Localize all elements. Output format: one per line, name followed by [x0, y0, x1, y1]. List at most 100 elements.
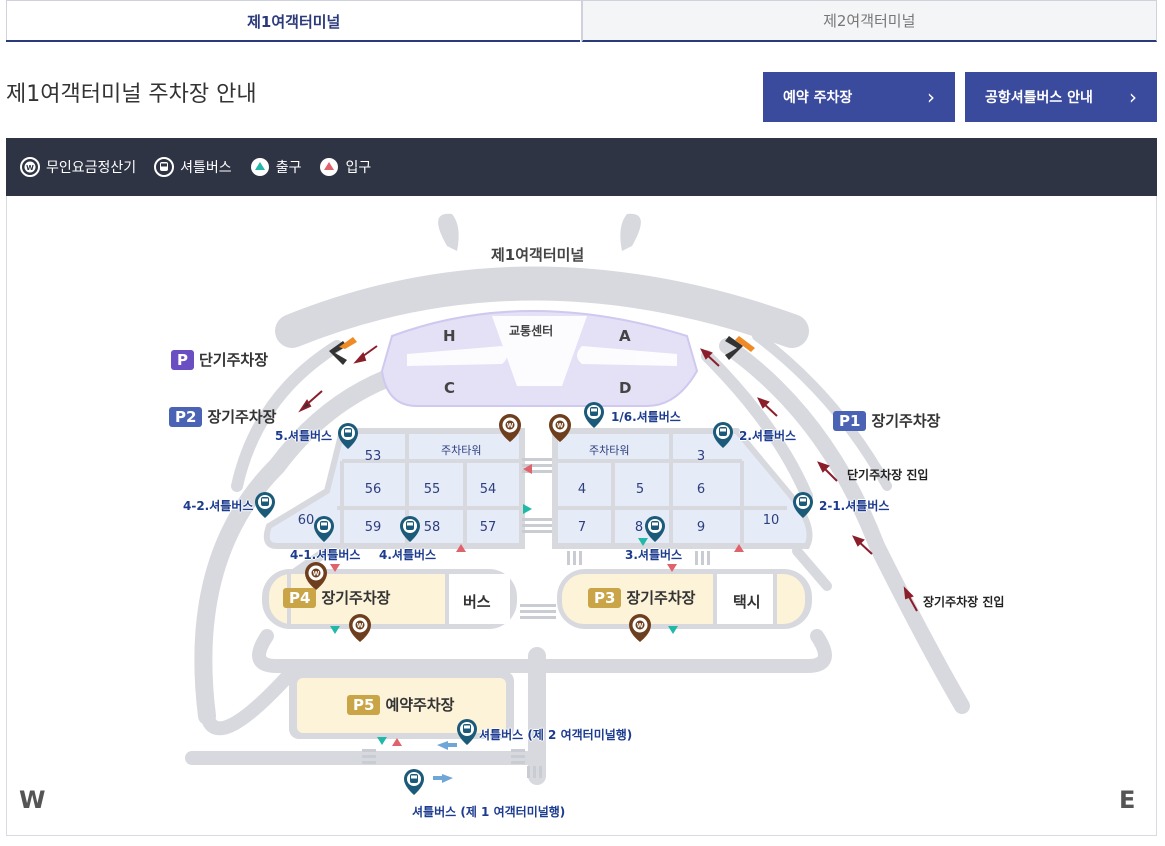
zone-d: D [619, 379, 632, 397]
shuttle-stop-to-t2: 셔틀버스 (제 2 여객터미널행) [479, 728, 633, 742]
block-56: 56 [364, 482, 382, 497]
legend-label: 입구 [345, 160, 372, 176]
block-54: 54 [479, 482, 497, 497]
bus-icon [154, 157, 175, 177]
short-term-parking-label: P 단기주차장 [171, 349, 268, 370]
block-5: 5 [635, 482, 645, 497]
compass-west: W [19, 786, 46, 814]
block-55: 55 [423, 482, 441, 497]
terminal-building [275, 213, 809, 348]
entry-triangle-icon [320, 158, 339, 176]
legend-item-entry: 입구 [319, 157, 371, 177]
w-pay-icon [349, 614, 371, 642]
tab-terminal-1[interactable]: 제1여객터미널 [6, 0, 582, 42]
block-9: 9 [696, 520, 706, 535]
legend-item-bus: 셔틀버스 [154, 157, 232, 177]
p2-badge: P2 [169, 407, 203, 427]
w-pay-icon: W [20, 157, 40, 177]
reserve-parking-button[interactable]: 예약 주차장 › [763, 72, 955, 122]
p3-badge: P3 [588, 588, 622, 608]
reserve-parking-label: 예약 주차장 [783, 90, 853, 106]
tab-terminal-2[interactable]: 제2여객터미널 [581, 0, 1157, 42]
transport-center-label: 교통센터 [509, 324, 554, 338]
w-pay-icon [629, 614, 651, 642]
svg-text:W: W [26, 164, 34, 172]
shuttle-stop-3: 3.셔틀버스 [625, 548, 683, 562]
p1-structure [552, 428, 813, 549]
transport-center-wings [407, 316, 677, 386]
short-term-name: 단기주차장 [199, 351, 269, 369]
block-6: 6 [696, 482, 706, 497]
p4-name: 장기주차장 [321, 589, 391, 607]
shuttle-stop-to-t1: 셔틀버스 (제 1 여객터미널행) [412, 805, 566, 819]
block-10: 10 [762, 513, 780, 528]
direction-arrows [298, 345, 918, 612]
legend-label: 셔틀버스 [180, 160, 232, 176]
long-term-entry-label: 장기주차장 진입 [923, 595, 1005, 609]
block-59: 59 [364, 520, 382, 535]
shuttle-stop-4: 4.셔틀버스 [379, 548, 437, 562]
block-58: 58 [423, 520, 441, 535]
chevron-right-icon [725, 336, 755, 360]
block-7: 7 [577, 520, 587, 535]
airport-shuttle-label: 공항셔틀버스 안내 [985, 90, 1093, 106]
shuttle-stop-4-1: 4-1.셔틀버스 [290, 548, 361, 562]
legend-item-exit: 출구 [250, 157, 302, 177]
map-drawing: W [185, 213, 970, 795]
shuttle-stop-1-6: 1/6.셔틀버스 [611, 410, 681, 424]
short-term-entry-label: 단기주차장 진입 [847, 468, 929, 482]
compass-east: E [1119, 786, 1136, 814]
shuttle-stop-2-1: 2-1.셔틀버스 [819, 499, 890, 513]
p5-badge: P5 [347, 695, 381, 715]
block-3: 3 [696, 449, 706, 464]
block-4: 4 [577, 482, 587, 497]
legend-item-pay: W 무인요금정산기 [20, 157, 136, 177]
zone-a: A [619, 327, 631, 345]
p2-name: 장기주차장 [207, 408, 277, 426]
p5-structure [289, 671, 514, 739]
p2-structure [263, 428, 525, 549]
legend-label: 무인요금정산기 [46, 160, 137, 176]
block-8: 8 [634, 520, 644, 535]
parking-tower-left: 주차타워 [441, 444, 482, 457]
parking-map: W [6, 196, 1157, 836]
chevron-right-icon: › [1129, 85, 1137, 109]
terminal-label: 제1여객터미널 [491, 246, 585, 264]
shuttle-stop-2: 2.셔틀버스 [739, 429, 797, 443]
p3-structure [557, 569, 812, 629]
p4-badge: P4 [283, 588, 317, 608]
bus-area-label: 버스 [463, 593, 491, 611]
exit-markers [330, 504, 678, 745]
page-title: 제1여객터미널 주차장 안내 [6, 82, 257, 107]
p3-name: 장기주차장 [626, 589, 696, 607]
parking-tower-right: 주차타워 [589, 444, 630, 457]
p1-name: 장기주차장 [871, 412, 941, 430]
block-60: 60 [297, 513, 315, 528]
roads [185, 331, 970, 785]
shuttle-direction-arrows [433, 741, 457, 783]
taxi-area-label: 택시 [733, 593, 761, 611]
p-badge: P [171, 350, 194, 370]
block-53: 53 [364, 449, 382, 464]
entry-markers [330, 464, 744, 746]
airport-shuttle-button[interactable]: 공항셔틀버스 안내 › [965, 72, 1157, 122]
p4-structure [262, 569, 517, 629]
map-legend: W 무인요금정산기 셔틀버스 출구 입구 [6, 138, 1157, 196]
active-tab-underline [6, 40, 580, 42]
p5-name: 예약주차장 [385, 696, 455, 714]
chevron-right-icon: › [927, 85, 935, 109]
shuttle-stop-5: 5.셔틀버스 [275, 429, 333, 443]
p1-badge: P1 [833, 411, 867, 431]
legend-label: 출구 [275, 160, 302, 176]
exit-triangle-icon [250, 158, 269, 176]
terminal-tabs: 제1여객터미널 제2여객터미널 [6, 0, 1157, 42]
block-57: 57 [479, 520, 497, 535]
zone-h: H [443, 327, 456, 345]
zone-c: C [444, 379, 456, 397]
chevron-left-icon [329, 337, 357, 365]
